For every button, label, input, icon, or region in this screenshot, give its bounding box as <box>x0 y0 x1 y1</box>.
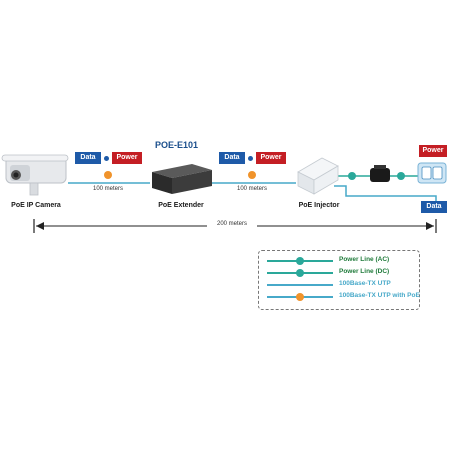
legend-dot-dc <box>296 269 304 277</box>
legend-item-ac: Power Line (AC) <box>259 255 419 267</box>
distance-label-2: 100 meters <box>236 186 267 192</box>
poe-injector-icon <box>297 157 339 195</box>
legend-label-ac: Power Line (AC) <box>339 256 390 263</box>
poe-marker-2 <box>248 171 256 179</box>
power-tag-1: Power <box>112 152 142 164</box>
distance-label-total: 200 meters <box>207 221 257 227</box>
poe-extender-icon <box>152 164 212 194</box>
data-tag-2: Data <box>219 152 245 164</box>
distance-label-1: 100 meters <box>92 186 123 192</box>
tag-separator-1 <box>104 156 109 161</box>
injector-label: PoE Injector <box>298 202 340 209</box>
power-adapter-icon <box>370 165 390 182</box>
legend-item-dc: Power Line (DC) <box>259 267 419 279</box>
ac-marker <box>397 172 405 180</box>
tag-separator-2 <box>248 156 253 161</box>
power-tag-outlet: Power <box>419 145 447 157</box>
data-tag-1: Data <box>75 152 101 164</box>
camera-label: PoE IP Camera <box>11 202 61 209</box>
legend-label-utp: 100Base-TX UTP <box>339 280 391 287</box>
legend-dot-poe <box>296 293 304 301</box>
legend: Power Line (AC) Power Line (DC) 100Base-… <box>258 250 420 310</box>
legend-label-dc: Power Line (DC) <box>339 268 390 275</box>
dc-marker <box>348 172 356 180</box>
data-tag-input: Data <box>421 201 447 213</box>
wall-outlet-icon <box>417 162 447 184</box>
ip-camera-icon <box>1 154 69 196</box>
legend-dot-ac <box>296 257 304 265</box>
poe-marker-1 <box>104 171 112 179</box>
legend-item-utp-poe: 100Base-TX UTP with PoE <box>259 291 420 303</box>
legend-label-utp-poe: 100Base-TX UTP with PoE <box>339 292 420 299</box>
power-tag-2: Power <box>256 152 286 164</box>
legend-item-utp: 100Base-TX UTP <box>259 279 419 291</box>
product-title: POE-E101 <box>155 140 199 150</box>
extender-label: PoE Extender <box>158 202 204 209</box>
utp-data-line <box>334 185 437 201</box>
